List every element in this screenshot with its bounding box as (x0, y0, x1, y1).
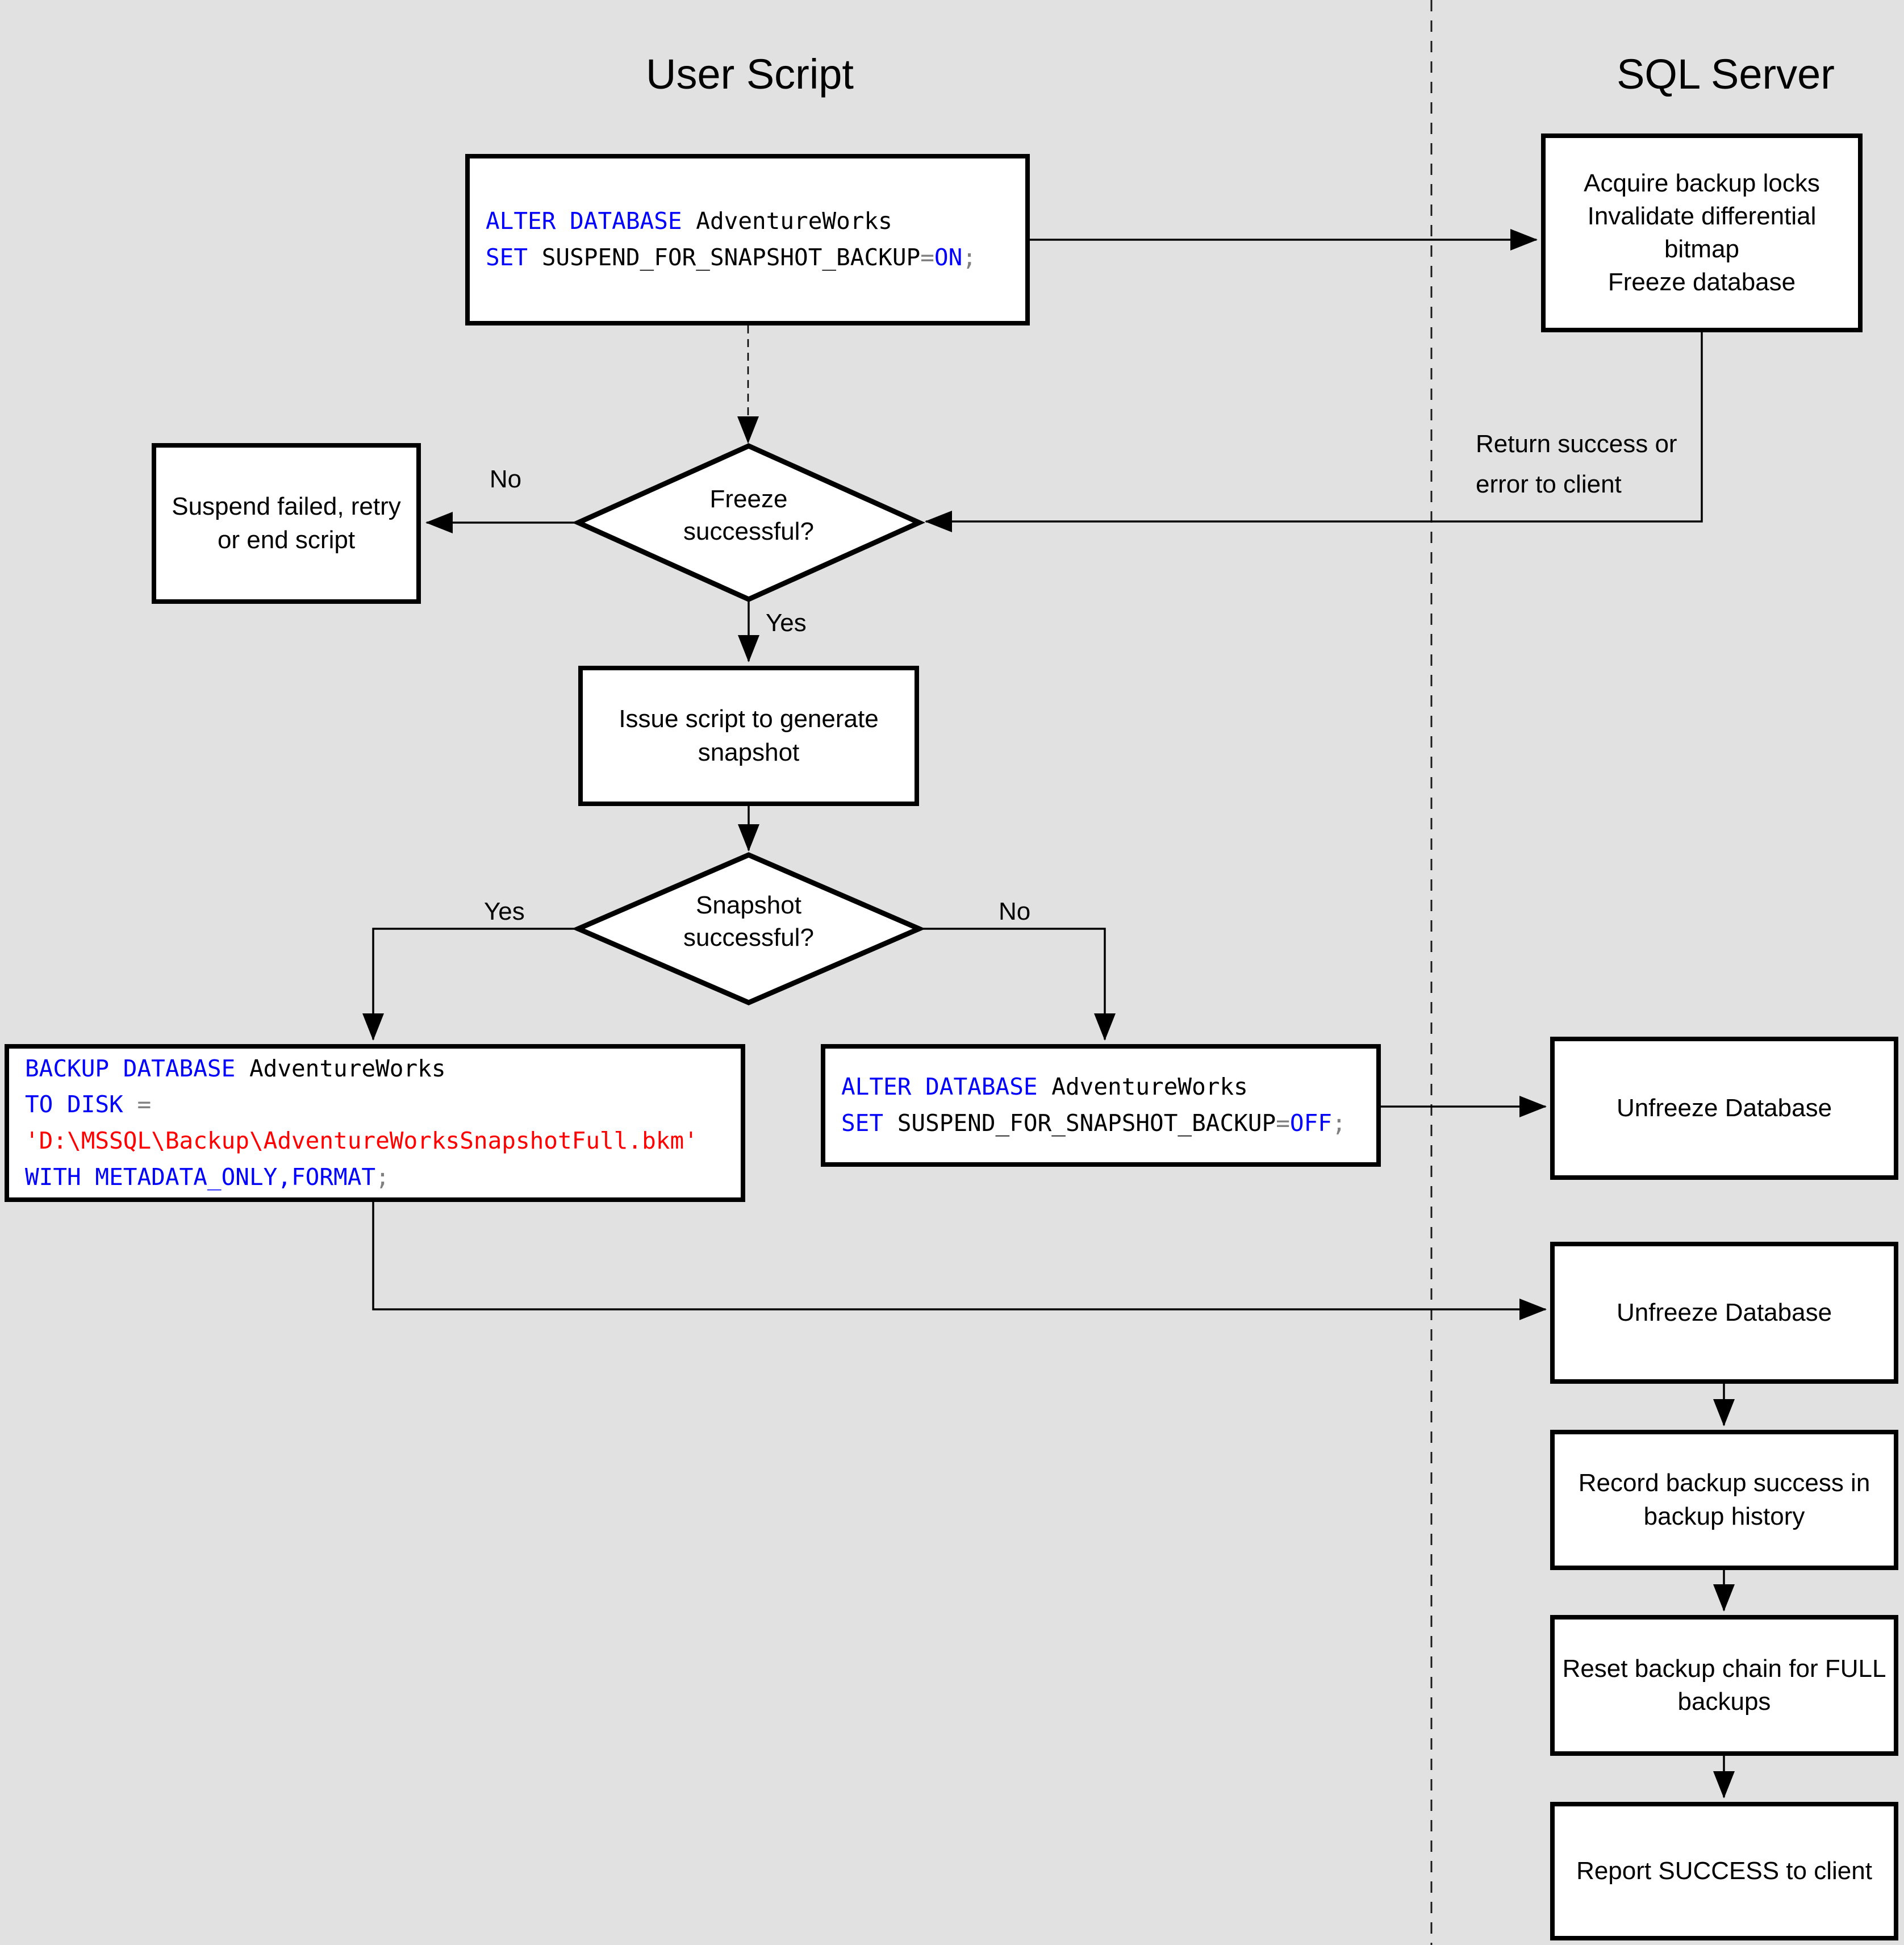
node-reset-backup-chain: Reset backup chain for FULL backups (1550, 1615, 1898, 1756)
node-suspend-failed: Suspend failed, retry or end script (152, 443, 421, 604)
connector-backup-to-unfreeze2 (372, 1202, 1547, 1320)
decision-snapshot-successful (571, 852, 926, 1005)
node-record-backup-success: Record backup success in backup history (1550, 1430, 1898, 1570)
decision-snapshot-label: Snapshot successful? (683, 891, 814, 952)
edge-label-return-success-or-error: Return success or error to client (1476, 430, 1677, 499)
node-unfreeze-database-2: Unfreeze Database (1550, 1242, 1898, 1384)
connector-snapshot-yes-to-backup (362, 928, 578, 1041)
lane-title-sql-server: SQL Server (1617, 51, 1835, 98)
edge-label-freeze-yes: Yes (766, 609, 807, 637)
node-unfreeze-database-1: Unfreeze Database (1550, 1037, 1898, 1180)
edge-label-snapshot-no: No (999, 898, 1031, 925)
node-issue-snapshot-script: Issue script to generate snapshot (578, 666, 919, 806)
connector-snapshot-no-to-alter-off (919, 928, 1116, 1041)
edge-label-freeze-no: No (489, 465, 522, 493)
lane-title-user-script: User Script (646, 51, 854, 98)
connector-acquire-to-freeze-decision (925, 332, 1703, 532)
decision-freeze-label: Freeze successful? (683, 485, 814, 546)
edge-label-snapshot-yes: Yes (484, 898, 525, 925)
decision-freeze-successful (572, 443, 925, 602)
node-report-success: Report SUCCESS to client (1550, 1802, 1898, 1940)
